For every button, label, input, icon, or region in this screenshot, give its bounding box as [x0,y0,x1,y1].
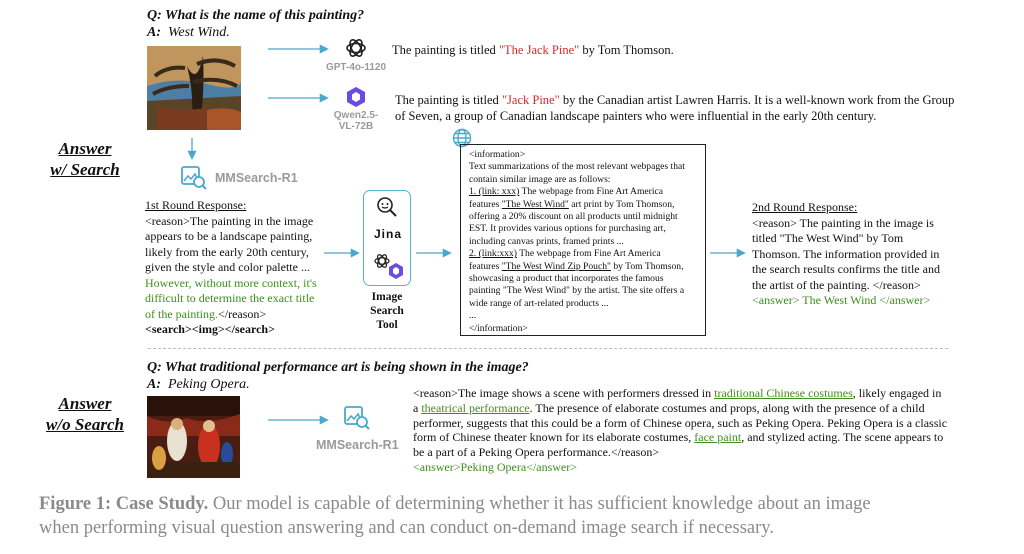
image-search-tool-label: Image Search Tool [370,291,404,331]
bottom-response: <reason>The image shows a scene with per… [413,386,948,474]
search-information-box: <information> Text summarizations of the… [460,144,706,336]
image-search-icon [376,196,398,218]
top-question: Q: What is the name of this painting? [147,8,365,23]
first-round-response: 1st Round Response: <reason>The painting… [145,198,317,336]
globe-icon [452,128,472,148]
mmsearch-logo-icon-bottom [344,406,370,430]
second-round-response: 2nd Round Response: <reason> The paintin… [752,200,940,307]
model-logos-icon [370,251,406,281]
mmsearch-logo-icon [181,166,207,190]
figure-caption: Figure 1: Case Study. Our model is capab… [39,494,871,538]
qwen-response: The painting is titled "Jack Pine" by th… [395,93,955,123]
bottom-question: Q: What traditional performance art is b… [147,360,529,375]
west-wind-painting-image [147,46,241,130]
image-search-tool-box: Jina [363,190,411,286]
qwen-logo-icon [345,86,367,108]
answer-without-search-label: Answer w/o Search [46,394,124,434]
top-answer: A: West Wind. [147,25,230,40]
openai-logo-icon [344,36,368,60]
peking-opera-image [147,396,240,478]
qwen-model-name: Qwen2.5- VL-72B [333,110,379,132]
answer-with-search-label: Answer w/ Search [50,139,120,179]
mmsearch-model-name-bottom: MMSearch-R1 [316,438,399,452]
mmsearch-model-name-top: MMSearch-R1 [215,171,298,185]
bottom-answer: A: Peking Opera. [147,377,250,392]
gpt-response: The painting is titled "The Jack Pine" b… [392,43,674,57]
jina-logo: Jina [373,227,402,241]
gpt-model-name: GPT-4o-1120 [325,62,387,73]
section-divider [148,348,948,349]
